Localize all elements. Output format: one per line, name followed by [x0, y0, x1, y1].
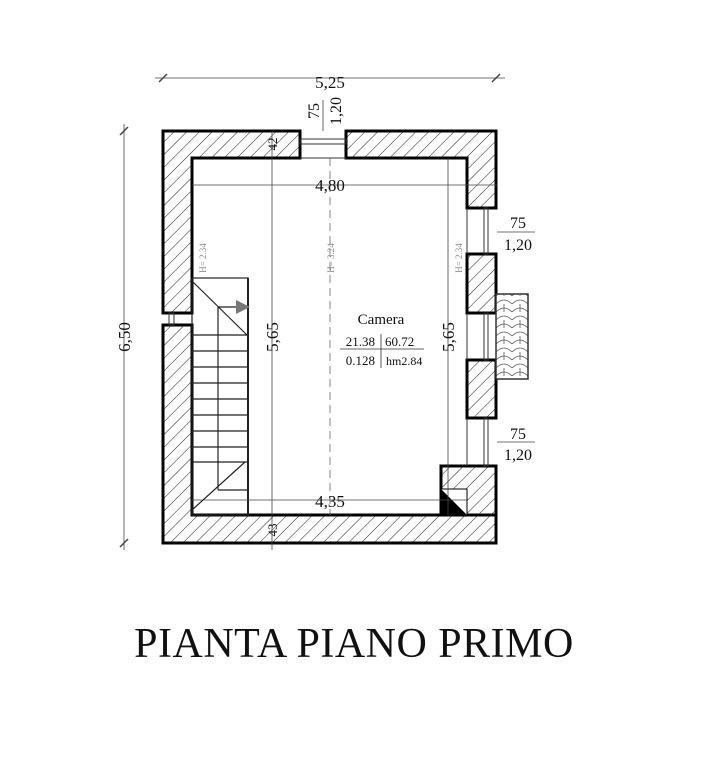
height-center: H= 3.24 [326, 243, 336, 273]
room-volume: 60.72 [385, 334, 414, 349]
right-pier-2 [465, 358, 498, 420]
window-right-3-height: 1,20 [504, 447, 532, 464]
stone-chimney [495, 293, 529, 380]
window-top [299, 138, 347, 145]
window-right-1-height: 1,20 [504, 237, 532, 254]
window-right-2 [483, 312, 489, 361]
dim-inner-height-left: 5,65 [263, 322, 282, 352]
height-left: H= 2.34 [198, 243, 208, 273]
window-left [168, 312, 175, 326]
dim-inner-height-right: 5,65 [439, 322, 458, 352]
window-right-3 [483, 417, 489, 467]
top-right-wall [344, 129, 498, 210]
dimension-lines [119, 73, 535, 550]
right-pier-1 [465, 252, 498, 315]
window-right-3-sill: 75 [510, 426, 526, 443]
dim-wall-top: 42 [265, 138, 280, 151]
walls [161, 129, 498, 545]
height-right: H= 2.34 [454, 243, 464, 273]
room-name: Camera [358, 312, 405, 328]
dim-wall-bottom: 43 [265, 524, 280, 537]
dim-inner-width-top: 4,80 [315, 176, 345, 195]
window-right-1 [483, 207, 489, 255]
dim-overall-width: 5,25 [315, 73, 345, 92]
staircase [191, 277, 249, 516]
room-ratio: 0.128 [346, 353, 375, 368]
window-right-1-sill: 75 [510, 215, 526, 232]
dim-inner-width-bottom: 4,35 [315, 492, 345, 511]
window-top-sill: 75 [306, 103, 323, 119]
top-left-wall [161, 129, 302, 315]
stair-arrow-icon [236, 300, 250, 314]
room-area: 21.38 [346, 334, 375, 349]
plan-title: PIANTA PIANO PRIMO [134, 621, 574, 667]
dim-overall-height: 6,50 [115, 322, 134, 352]
room-height: hm2.84 [386, 354, 422, 368]
windows [168, 138, 489, 467]
window-top-height: 1,20 [328, 97, 345, 125]
